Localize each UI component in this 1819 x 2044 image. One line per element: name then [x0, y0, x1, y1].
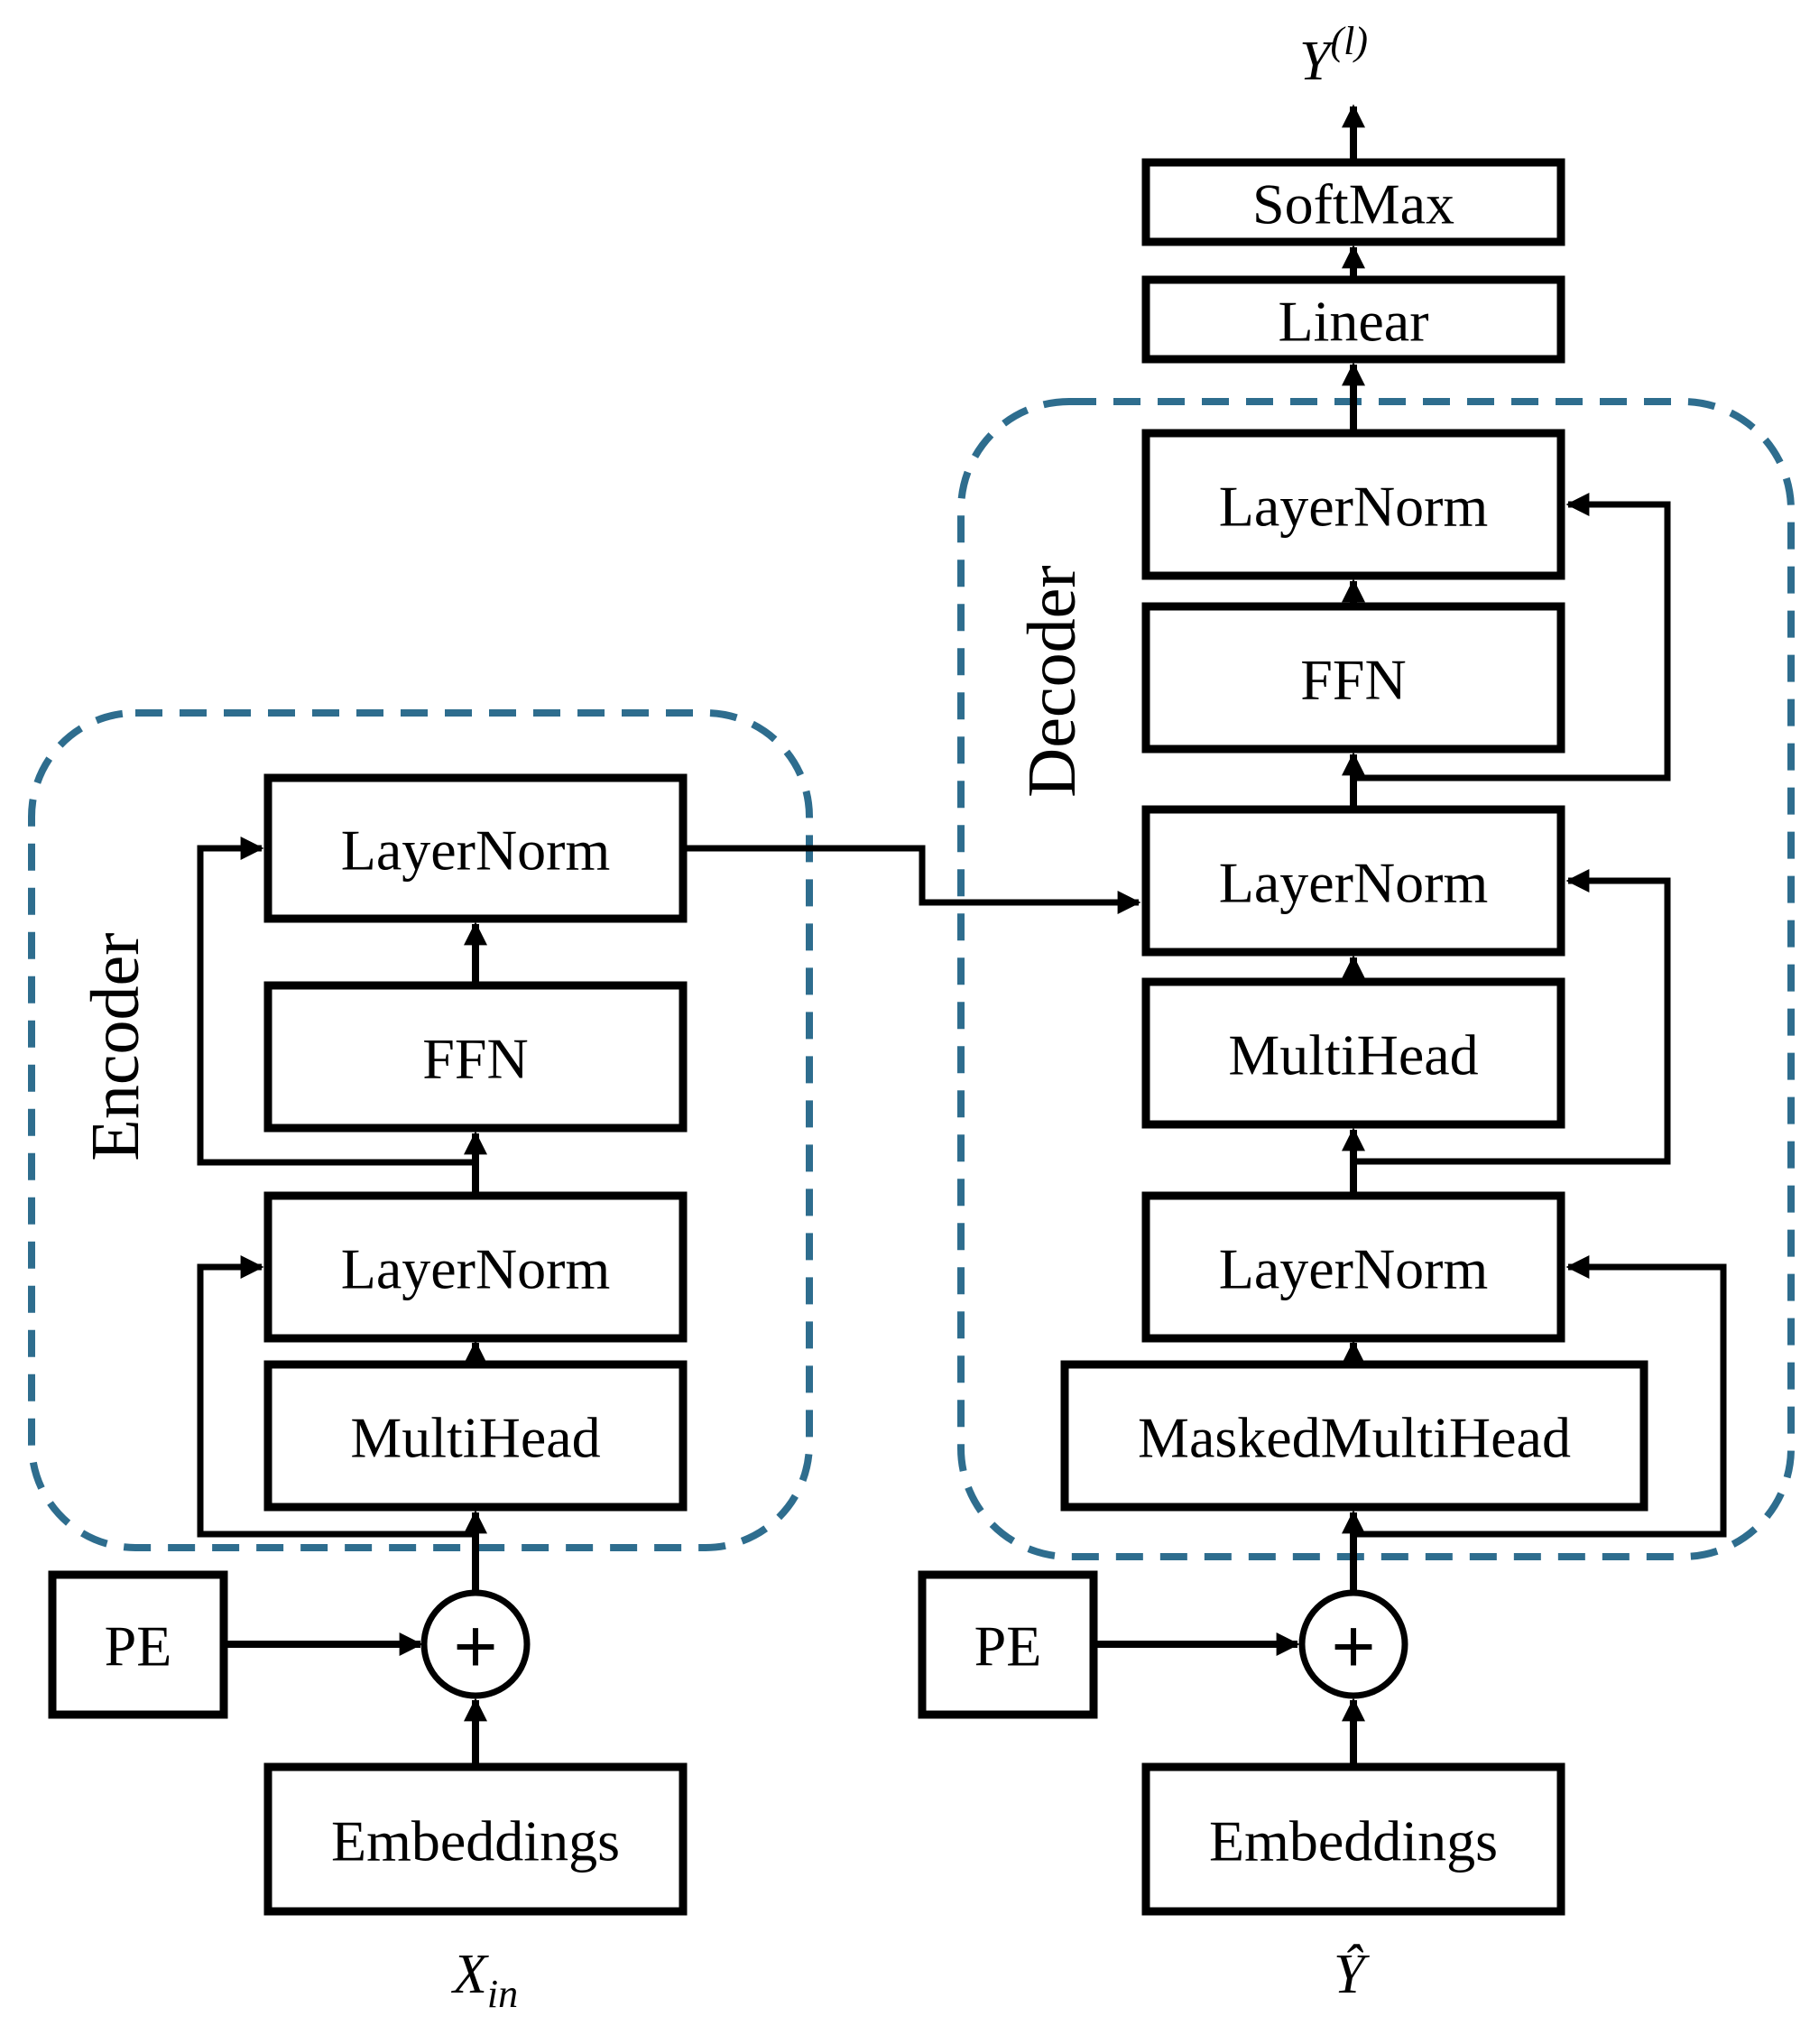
- encoder-multihead-box: [263, 1360, 688, 1512]
- encoder-input-subscript: in: [487, 1972, 518, 2016]
- decoder-layernorm-cross-label: LayerNorm: [1219, 851, 1489, 915]
- encoder-layernorm-bottom-label: LayerNorm: [341, 1237, 611, 1301]
- decoder-maskedmultihead-box: [1060, 1360, 1648, 1512]
- decoder-residual-around-maskedmultihead: [1353, 1255, 1727, 1538]
- decoder-layernorm-top-box: [1141, 429, 1565, 580]
- encoder-region-label: Encoder: [78, 932, 153, 1161]
- decoder-residual-around-multihead: [1353, 869, 1671, 1165]
- encoder-layernorm-top-box: [263, 773, 688, 923]
- output-label-base: Y: [1299, 31, 1335, 92]
- encoder-ffn-label: FFN: [422, 1027, 528, 1091]
- decoder-multihead-box: [1141, 977, 1565, 1129]
- decoder-layernorm-cross-box: [1141, 805, 1565, 957]
- encoder-pe-label: PE: [105, 1614, 172, 1679]
- output-math-label: Y(l): [1299, 19, 1368, 92]
- encoder-embeddings-box: [263, 1762, 688, 1916]
- decoder-layernorm-bottom-label: LayerNorm: [1219, 1237, 1489, 1301]
- encoder-layernorm-top-label: LayerNorm: [341, 819, 611, 883]
- encoder-add-circle: [420, 1589, 531, 1699]
- decoder-embeddings-box: [1141, 1762, 1565, 1916]
- encoder-embeddings-label: Embeddings: [331, 1809, 620, 1873]
- decoder-dashed-border: [957, 398, 1795, 1560]
- softmax-box: [1141, 158, 1565, 246]
- encoder-plus-icon: +: [453, 1604, 497, 1688]
- decoder-add-circle: [1298, 1589, 1408, 1699]
- decoder-pe-label: PE: [974, 1614, 1042, 1679]
- encoder-layernorm-bottom-box: [263, 1191, 688, 1343]
- decoder-pe-box: [918, 1570, 1098, 1719]
- decoder-layernorm-top-label: LayerNorm: [1219, 475, 1489, 539]
- decoder-region-label: Decoder: [1014, 565, 1090, 797]
- linear-label: Linear: [1279, 290, 1429, 354]
- encoder-residual-around-multihead: [197, 1255, 476, 1538]
- softmax-label: SoftMax: [1252, 172, 1454, 236]
- encoder-residual-around-ffn: [197, 837, 476, 1166]
- encoder-ffn-box: [263, 981, 688, 1133]
- decoder-ffn-box: [1141, 602, 1565, 754]
- encoder-input-math-label: Xin: [450, 1944, 518, 2016]
- encoder-to-decoder-cross-connection: [683, 845, 1141, 914]
- encoder-multihead-label: MultiHead: [350, 1406, 600, 1470]
- decoder-input-math-label: Ŷ: [1334, 1944, 1370, 2005]
- decoder-input-base: Ŷ: [1334, 1944, 1370, 2005]
- output-label-superscript: (l): [1330, 19, 1368, 63]
- linear-box: [1141, 275, 1565, 364]
- decoder-ffn-label: FFN: [1300, 648, 1406, 712]
- encoder-dashed-border: [28, 709, 813, 1551]
- decoder-maskedmultihead-label: MaskedMultiHead: [1138, 1406, 1571, 1470]
- decoder-residual-around-ffn: [1353, 493, 1671, 782]
- decoder-layernorm-bottom-box: [1141, 1191, 1565, 1343]
- encoder-input-base: X: [450, 1944, 489, 2005]
- decoder-plus-icon: +: [1331, 1604, 1375, 1688]
- decoder-multihead-label: MultiHead: [1228, 1023, 1478, 1087]
- encoder-pe-box: [48, 1570, 228, 1719]
- decoder-embeddings-label: Embeddings: [1209, 1809, 1498, 1873]
